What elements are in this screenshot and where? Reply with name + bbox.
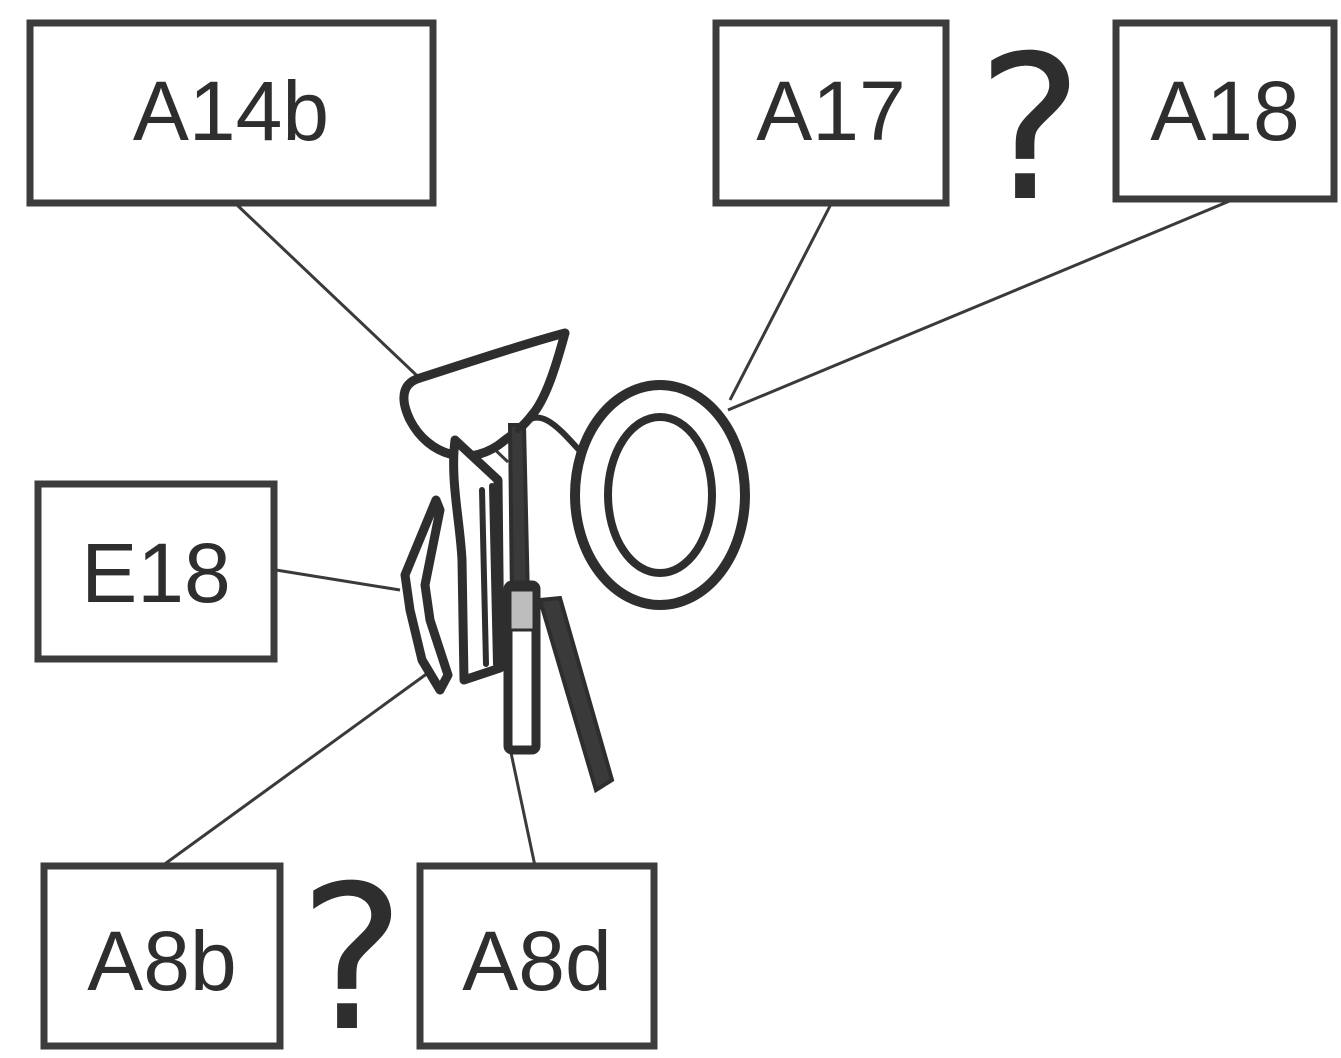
label-a14b: A14b (26, 19, 437, 207)
label-a8d-box (416, 862, 658, 1050)
object-left-arm (400, 495, 453, 695)
label-a18-text: A18 (1150, 64, 1299, 158)
label-a8b-text: A8b (87, 914, 236, 1008)
object-inner-bar-right (489, 483, 499, 667)
object-ring-inner (604, 413, 716, 577)
label-a14b-text: A14b (133, 64, 329, 158)
label-e18-text: E18 (81, 526, 230, 620)
label-a17-box (712, 19, 950, 207)
label-a8d: A8d (416, 862, 658, 1050)
object-cap (399, 328, 570, 461)
label-a18-box (1112, 19, 1338, 203)
object-central-rod (507, 423, 531, 602)
label-e18-box (34, 480, 278, 663)
question-mark-top: ? (977, 13, 1083, 246)
label-a8b: A8b (40, 862, 284, 1050)
label-e18: E18 (34, 480, 278, 663)
label-a8d-text: A8d (462, 914, 611, 1008)
object-diagonal-strap (537, 595, 615, 794)
leader-line-a8b (161, 668, 433, 868)
leader-line-a18 (727, 198, 1233, 412)
leader-line-e18 (275, 568, 401, 592)
label-a14b-box (26, 19, 437, 207)
leader-line-a17 (728, 205, 832, 401)
object-body (449, 435, 505, 685)
object-shaft-collar (508, 588, 536, 632)
label-a18: A18 (1112, 19, 1338, 203)
central-object-figure (399, 328, 750, 794)
label-a17-text: A17 (756, 64, 905, 158)
leader-line-a8d (508, 747, 537, 867)
label-a17: A17 (712, 19, 950, 207)
question-mark-bottom: ? (299, 843, 405, 1058)
object-inner-bar-left (479, 487, 489, 667)
label-a8b-box (40, 862, 284, 1050)
